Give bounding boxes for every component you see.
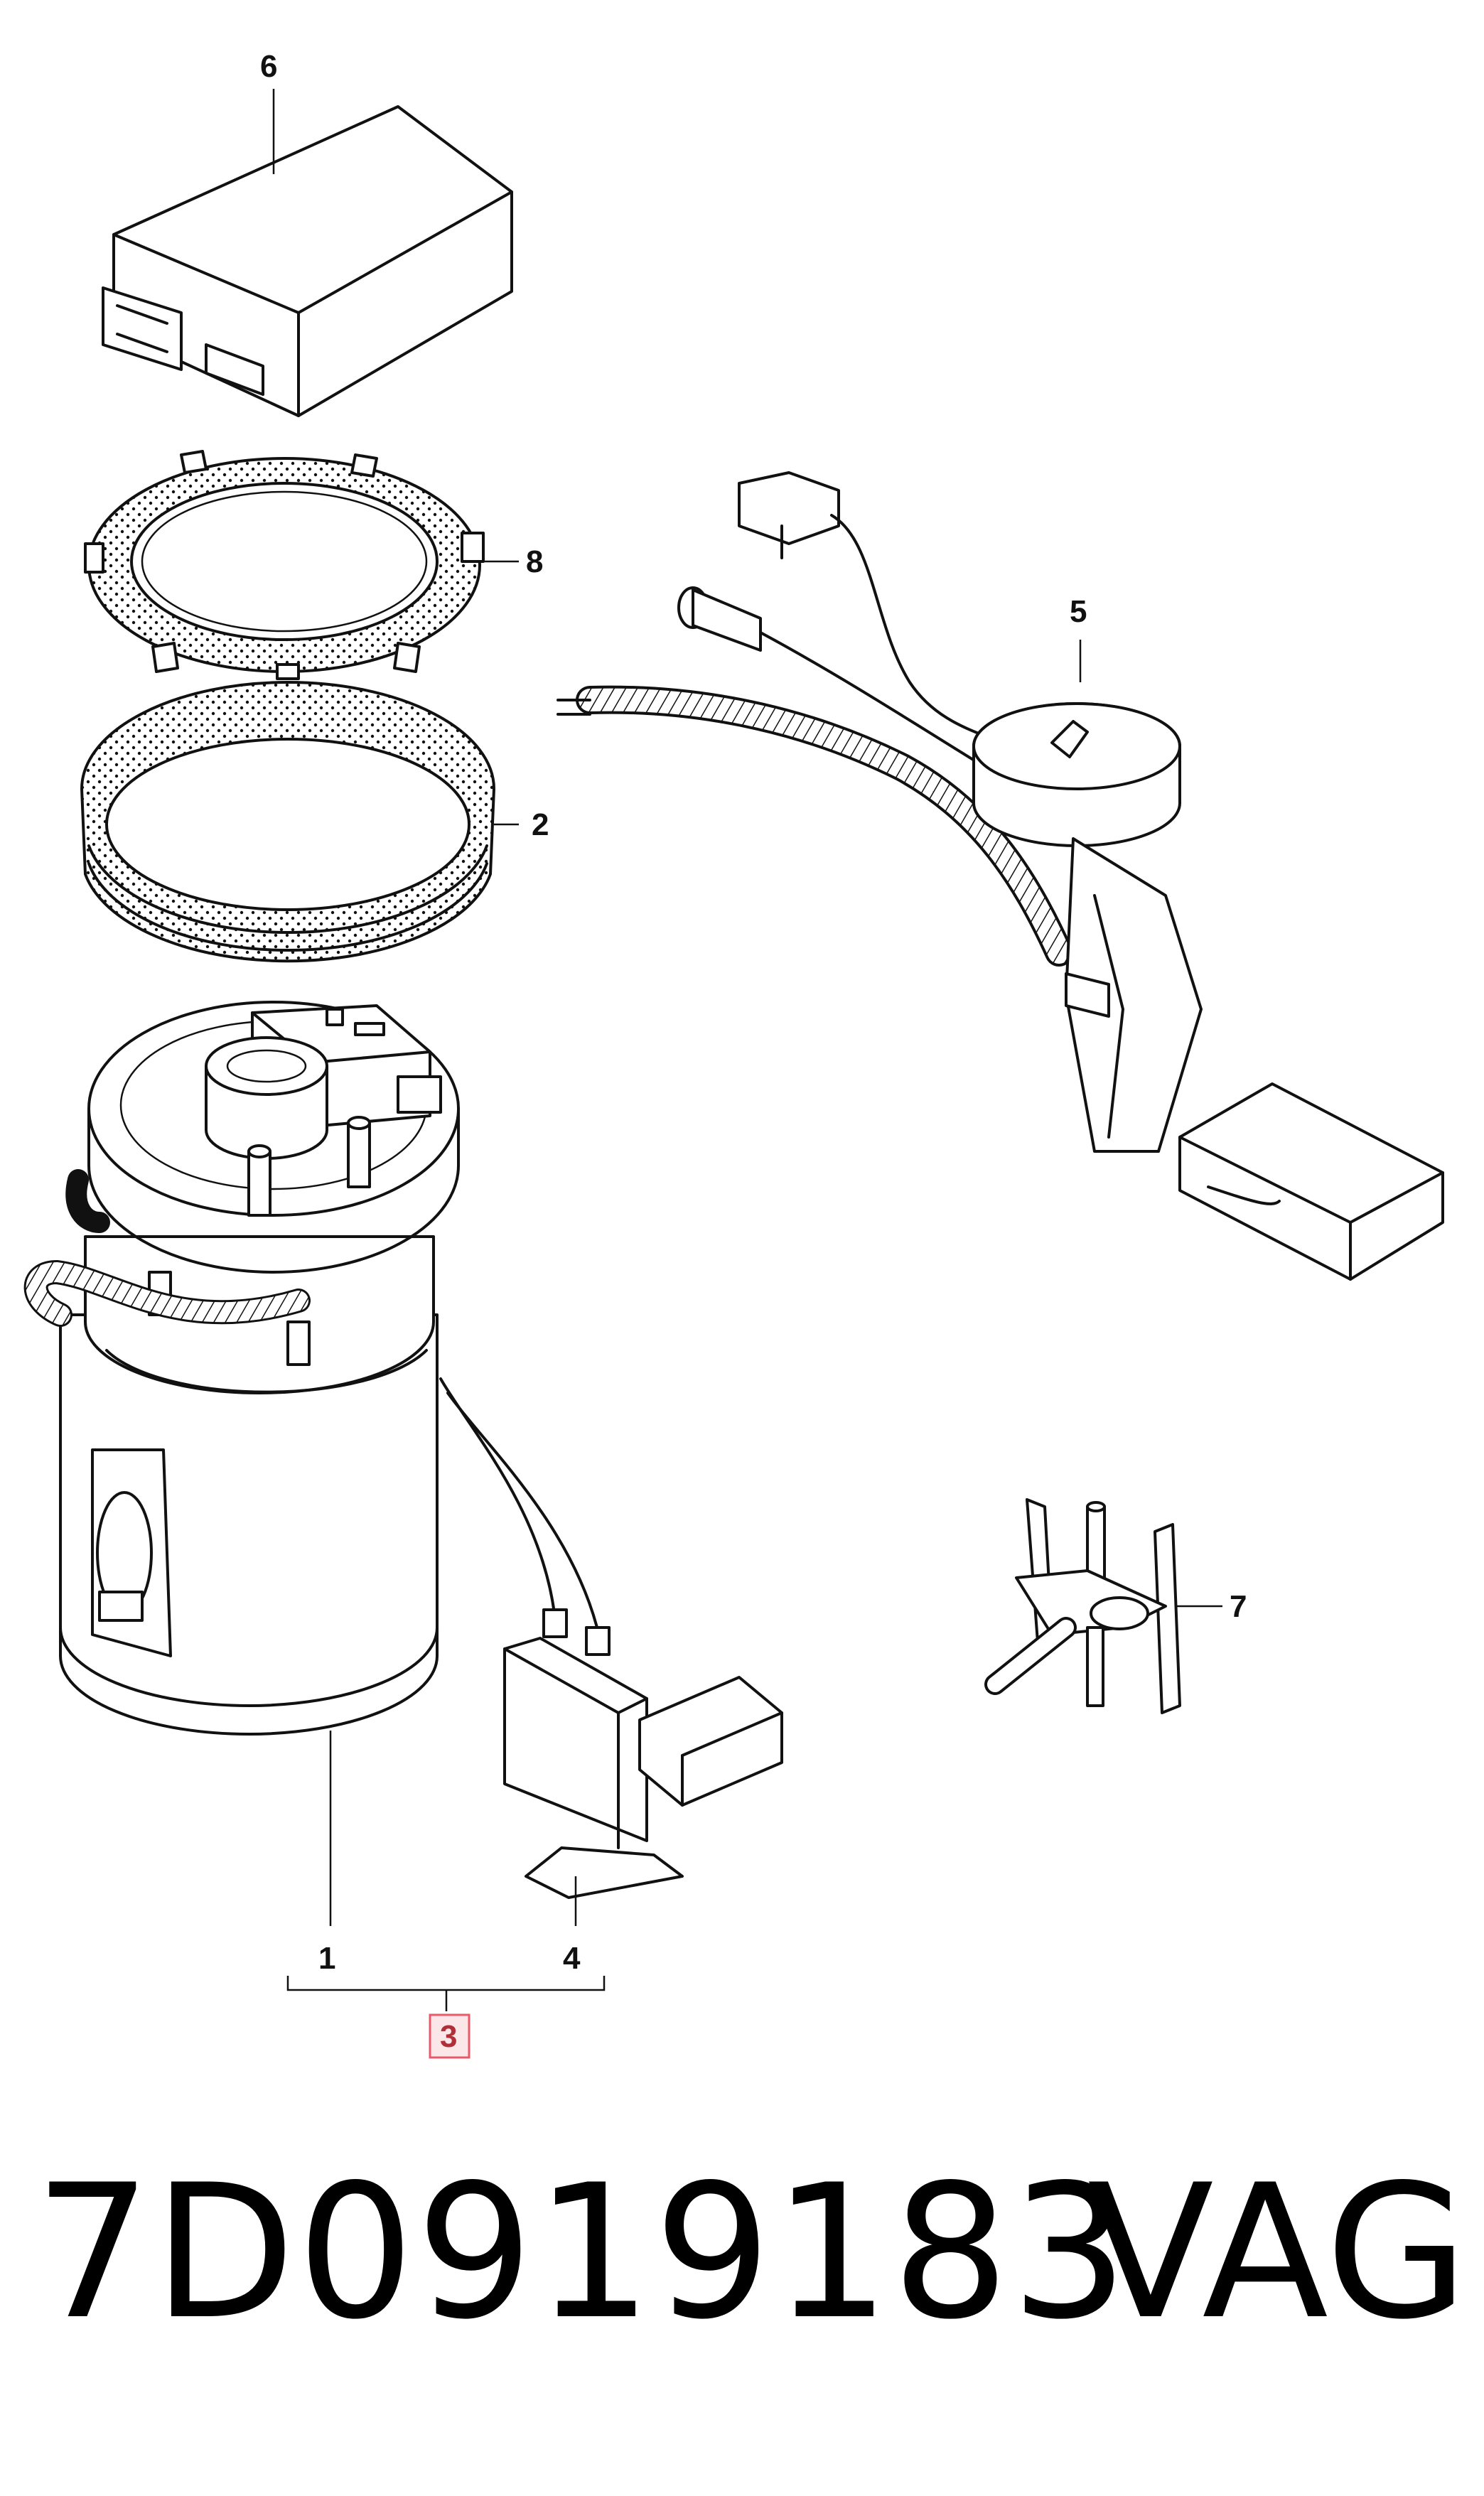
callout-3: 3 <box>440 2019 457 2054</box>
part-number-caption: 7D0919183 <box>34 2146 1130 2360</box>
callout-labels: 1 2 3 4 5 6 7 8 <box>260 49 1247 2059</box>
callout-8: 8 <box>526 544 543 579</box>
flange-seal <box>84 450 485 680</box>
callout-2: 2 <box>532 807 549 842</box>
fuel-level-sensor <box>503 1637 783 1899</box>
control-module <box>102 105 513 417</box>
callout-5: 5 <box>1070 594 1087 629</box>
retaining-clip <box>984 1498 1181 1714</box>
leader-lines <box>272 89 1222 2011</box>
exploded-parts-diagram: 1 2 3 4 5 6 7 8 <box>23 49 1444 2059</box>
callout-1: 1 <box>318 1941 335 1976</box>
callout-6: 6 <box>260 49 277 84</box>
callout-7: 7 <box>1230 1589 1247 1624</box>
brand-caption: VAG <box>1087 2146 1468 2360</box>
locking-ring <box>80 681 496 963</box>
fuel-pump-module <box>23 1001 611 1736</box>
fuel-supply-line-assembly <box>556 471 1444 1281</box>
callout-4: 4 <box>563 1941 581 1976</box>
callout-3-box <box>429 2013 471 2059</box>
